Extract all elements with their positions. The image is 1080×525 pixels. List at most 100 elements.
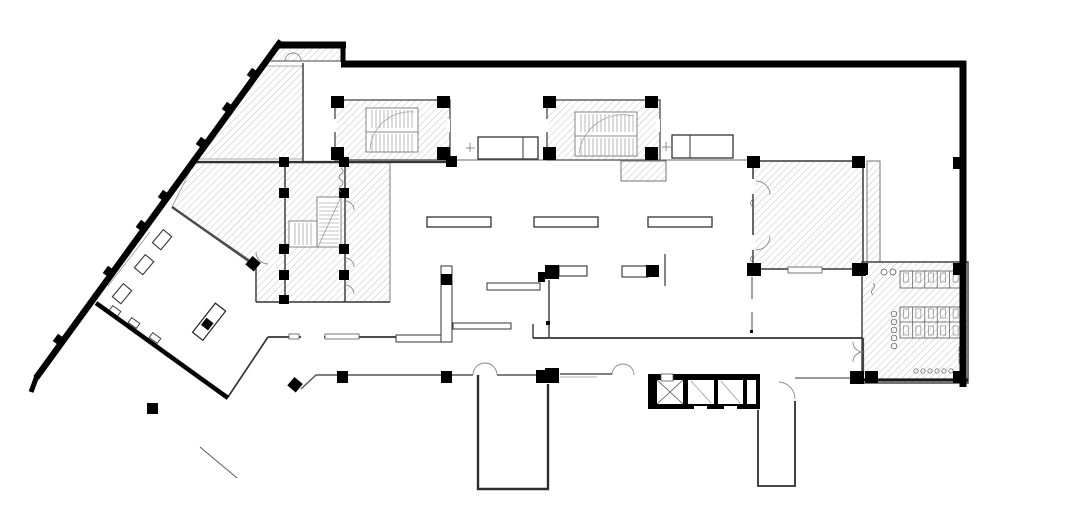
door-arc-entrance — [484, 362, 498, 376]
column — [339, 270, 349, 280]
column — [953, 371, 966, 383]
column-stub — [102, 265, 116, 279]
pedestal — [111, 282, 133, 305]
toilet-fixture — [952, 325, 959, 336]
column — [437, 96, 450, 108]
bench — [533, 216, 599, 228]
reception-desk-column — [200, 317, 214, 331]
column-stub — [246, 67, 260, 81]
window-strip — [324, 333, 360, 340]
break-squiggle — [750, 193, 754, 207]
door-arc-gallery — [755, 235, 771, 251]
break-squiggle — [750, 249, 754, 263]
sink-basin — [890, 318, 898, 326]
column — [279, 295, 289, 304]
door-arc-core — [344, 257, 355, 268]
core-stair-cut-line — [317, 198, 341, 248]
sink-basin — [890, 326, 898, 334]
toilet-fixture — [915, 325, 922, 336]
elevator-door-notch — [694, 406, 707, 410]
cabinet-right-of-core2 — [671, 134, 734, 159]
column — [953, 263, 966, 275]
toilet-fixture — [903, 325, 909, 336]
column — [865, 371, 878, 383]
hatch-core2-extension — [620, 160, 667, 182]
shelf — [486, 282, 541, 291]
column — [545, 368, 559, 383]
toilet-fixture — [952, 308, 959, 319]
door-arc-core — [344, 200, 355, 211]
door-arc-lobby — [611, 363, 624, 376]
pedestal — [151, 228, 173, 251]
column-diamond — [245, 255, 261, 272]
column-stub — [221, 101, 235, 115]
column — [645, 96, 658, 108]
lower-corridor-walls — [757, 401, 796, 487]
column — [441, 371, 452, 383]
shelf — [452, 322, 512, 330]
shaft-vent — [660, 373, 674, 382]
hatch-shaft-band — [866, 160, 881, 263]
column-stub — [135, 219, 149, 233]
column — [645, 147, 658, 160]
column — [331, 96, 344, 108]
door-arc-gallery — [755, 180, 771, 196]
column — [446, 156, 457, 167]
toilet-fixture — [927, 308, 934, 319]
desk-cap — [440, 265, 453, 276]
urinal — [941, 368, 947, 374]
column — [279, 157, 289, 167]
column — [279, 270, 289, 280]
toilet-fixture — [927, 272, 934, 283]
column — [279, 188, 289, 198]
urinal — [920, 368, 926, 374]
door-arc-top-room — [292, 52, 302, 62]
toilet-fixture — [940, 325, 947, 336]
storefront-line-west — [300, 374, 473, 390]
elevator-duct-cell — [747, 380, 756, 404]
stair-door-notch — [446, 119, 450, 132]
wall-notch — [127, 317, 141, 329]
sink-basin — [890, 334, 898, 342]
elevator-door-notch — [724, 406, 737, 410]
column — [441, 274, 452, 285]
point-marker — [750, 330, 753, 333]
bench — [426, 216, 492, 228]
gallery-window — [787, 266, 823, 274]
column — [856, 263, 868, 275]
gallery-door-gap — [750, 235, 755, 250]
stair2-well — [574, 111, 638, 157]
column — [545, 265, 559, 279]
door-arc-lobby — [622, 363, 635, 376]
stair1-swing-arc — [369, 111, 415, 151]
column — [339, 157, 349, 167]
wall-diagonal-foot — [28, 375, 40, 393]
shaft-x-line — [656, 379, 684, 405]
column — [747, 156, 760, 168]
window-band-diagonal — [107, 231, 151, 287]
elevator-car-line — [720, 380, 741, 404]
hatch-top-left-room — [267, 46, 344, 62]
column — [852, 156, 865, 168]
bench — [647, 216, 713, 228]
break-squiggle — [338, 167, 344, 193]
column — [646, 265, 659, 277]
toilet-fixture — [915, 272, 922, 283]
hatch-gallery-room — [752, 160, 864, 270]
urinal — [913, 368, 919, 374]
door-arc-entrance — [472, 362, 486, 376]
window-strip — [288, 333, 300, 340]
wall-interior-diagonal — [171, 206, 254, 265]
wall-notch — [148, 332, 162, 344]
column — [953, 157, 963, 169]
stair-door-notch — [656, 119, 660, 132]
door-arc-toilet — [852, 351, 864, 363]
stair-door-notch — [333, 119, 337, 132]
break-squiggle — [871, 282, 875, 296]
toilet-fixture — [903, 308, 909, 319]
urinal — [934, 368, 940, 374]
sink-basin — [890, 342, 898, 350]
column-stub — [52, 333, 66, 347]
column — [331, 147, 344, 160]
